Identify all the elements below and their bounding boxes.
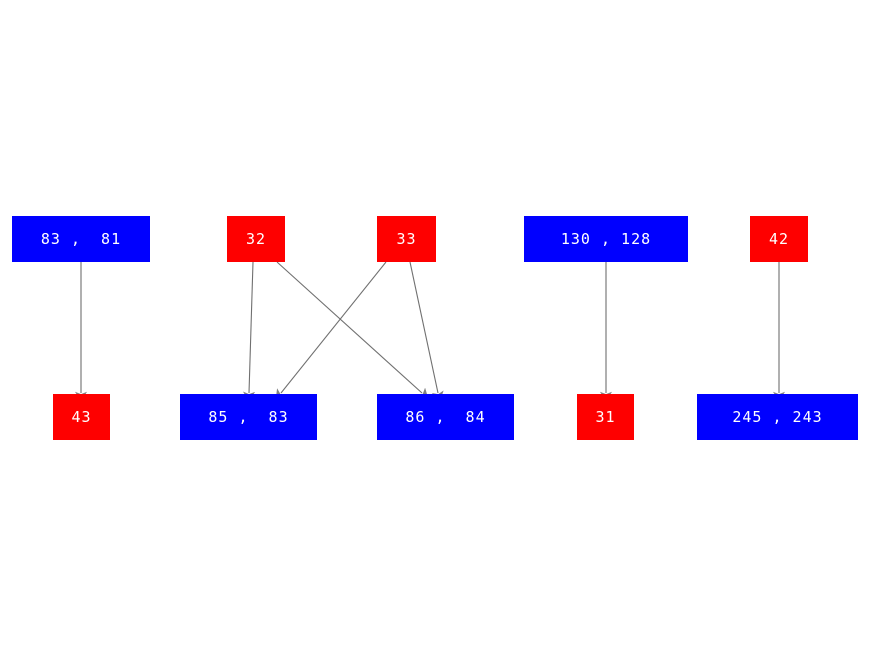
node-label: 32 xyxy=(245,229,267,248)
edges-group xyxy=(74,261,786,402)
node-245-243[interactable]: 245 , 243 xyxy=(697,394,858,440)
node-130-128[interactable]: 130 , 128 xyxy=(524,216,688,262)
edge-33-to-86-84 xyxy=(409,261,444,402)
node-label: 85 , 83 xyxy=(208,407,289,426)
node-83-81[interactable]: 83 , 81 xyxy=(12,216,150,262)
edge-32-to-86-84 xyxy=(276,261,429,399)
node-label: 43 xyxy=(71,407,92,426)
node-label: 130 , 128 xyxy=(560,229,652,248)
node-32[interactable]: 32 xyxy=(227,216,285,262)
node-label: 245 , 243 xyxy=(732,407,823,426)
node-31[interactable]: 31 xyxy=(577,394,634,440)
node-label: 31 xyxy=(595,407,616,426)
node-label: 86 , 84 xyxy=(405,407,486,426)
node-label: 33 xyxy=(396,229,417,248)
node-33[interactable]: 33 xyxy=(377,216,436,262)
node-43[interactable]: 43 xyxy=(53,394,110,440)
node-42[interactable]: 42 xyxy=(750,216,808,262)
node-label: 83 , 81 xyxy=(40,229,122,248)
node-label: 42 xyxy=(768,229,790,248)
node-86-84[interactable]: 86 , 84 xyxy=(377,394,514,440)
node-85-83[interactable]: 85 , 83 xyxy=(180,394,317,440)
edge-33-to-85-83 xyxy=(275,261,387,400)
edge-32-to-85-83 xyxy=(242,261,256,402)
